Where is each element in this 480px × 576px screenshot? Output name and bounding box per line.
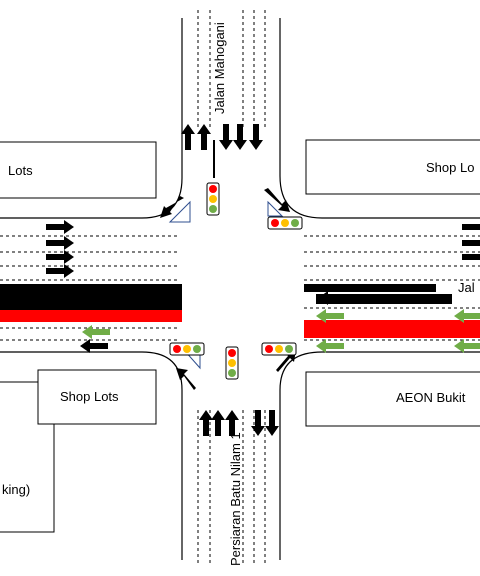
queue-east <box>304 284 480 338</box>
traffic-light-east <box>267 216 303 230</box>
road-curbs <box>0 18 480 560</box>
building-bottom-left-label: Shop Lots <box>60 389 119 404</box>
building-top-right: Shop Lo <box>305 139 480 195</box>
building-bottom-right-label: AEON Bukit <box>396 390 466 405</box>
queue-west <box>0 284 182 322</box>
lane-markings <box>0 10 480 566</box>
arrows-north <box>181 124 263 150</box>
road-label-south: Persiaran Batu Nilam 1 <box>228 432 243 566</box>
building-top-left: Lots <box>0 141 157 199</box>
building-bottom-left-big-label: king) <box>2 482 30 497</box>
building-bottom-left: Shop Lots <box>37 369 157 425</box>
road-label-east: Jal <box>458 280 475 295</box>
traffic-light-south-vertical <box>225 346 239 380</box>
arrows-south <box>199 410 279 436</box>
building-bottom-right: AEON Bukit <box>305 371 480 427</box>
traffic-light-south-east <box>261 342 297 356</box>
road-label-north: Jalan Mahogani <box>212 22 227 114</box>
traffic-light-north-vertical <box>206 182 220 216</box>
building-top-right-label: Shop Lo <box>426 160 474 175</box>
traffic-light-west <box>169 342 205 356</box>
building-top-left-label: Lots <box>8 163 33 178</box>
